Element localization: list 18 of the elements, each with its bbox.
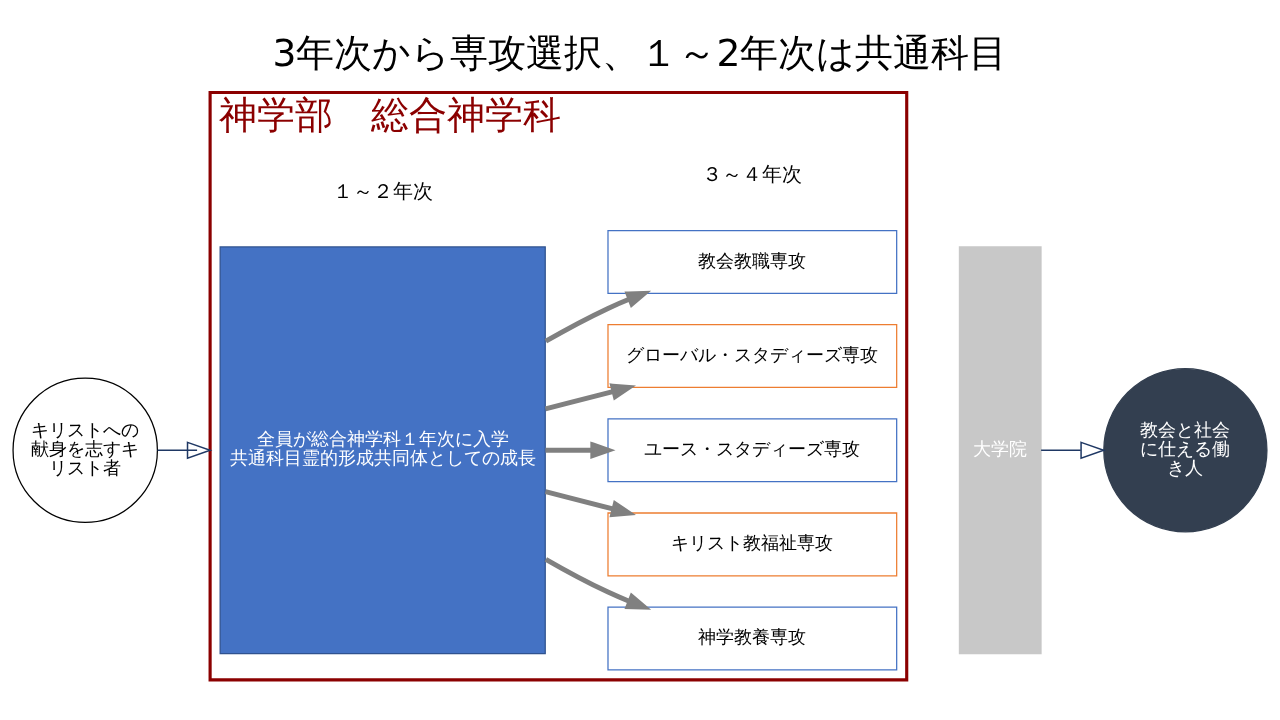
node-box: ユース・スタディーズ専攻 bbox=[607, 417, 898, 482]
arrow bbox=[156, 440, 213, 459]
node-circle: キリストへの献身を志すキリスト者 bbox=[12, 376, 158, 523]
node-box: キリスト教福祉専攻 bbox=[607, 511, 898, 576]
node-box: 教会教職専攻 bbox=[607, 229, 898, 294]
node-box: グローバル・スタディーズ専攻 bbox=[607, 323, 898, 388]
arrow bbox=[544, 382, 636, 411]
node-label: １～２年次 bbox=[332, 178, 433, 203]
arrow bbox=[544, 488, 636, 517]
arrow bbox=[1040, 440, 1106, 459]
label: ３～４年次 bbox=[702, 161, 803, 186]
arrow bbox=[544, 290, 652, 343]
node-box: 神学教養専攻 bbox=[607, 606, 898, 671]
node-box: 全員が総合神学科１年次に入学 共通科目霊的形成共同体としての成長 bbox=[219, 245, 546, 654]
arrow bbox=[545, 440, 616, 459]
arrow bbox=[544, 556, 652, 610]
node-circle: 教会と社会に仕える働き人 bbox=[1103, 367, 1268, 532]
diagram-title: 3年次から専攻選択、１～2年次は共通科目 bbox=[272, 30, 1008, 75]
